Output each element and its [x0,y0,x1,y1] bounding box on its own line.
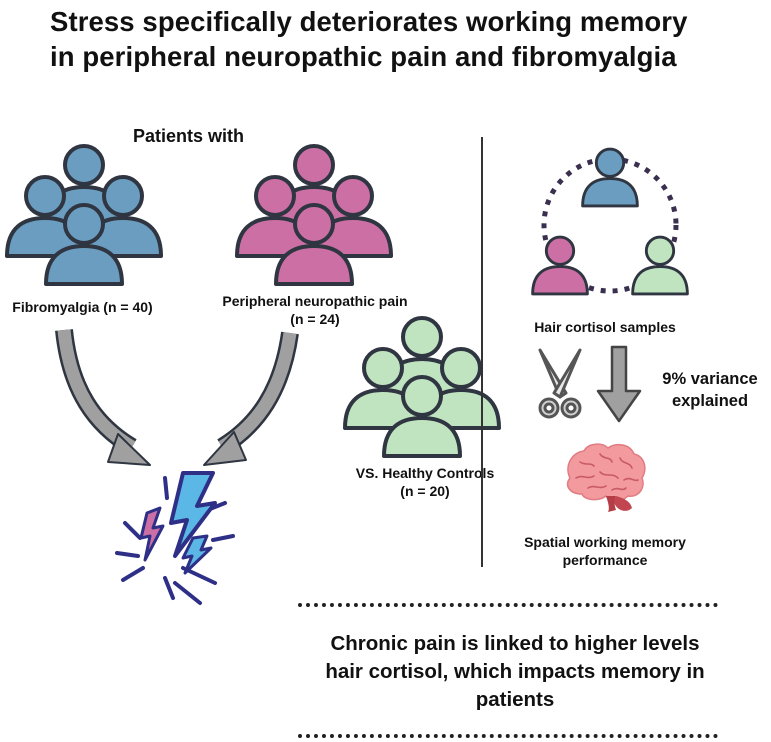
controls-label: VS. Healthy Controls (n = 20) [355,465,495,499]
variance-label: 9% variance explained [662,370,758,410]
dotted-separator-top [298,603,718,607]
stress-lightning-icon [115,471,235,605]
down-arrow-icon [596,345,642,423]
vertical-divider [481,137,483,567]
diagram-title: Stress specifically deteriorates working… [50,6,688,72]
dotted-separator-bottom [298,734,718,738]
patients-heading: Patients with [133,126,245,146]
scissors-icon [538,348,582,419]
neuropathic-label: Peripheral neuropathic pain (n = 24) [222,293,408,327]
hair-cortisol-label: Hair cortisol samples [534,319,676,335]
brain-icon [566,443,646,512]
conclusion-text: Chronic pain is linked to higher levels … [325,632,705,711]
memory-performance-label: Spatial working memory performance [524,534,686,568]
hair-sample-people-icon [531,147,689,296]
fibromyalgia-label: Fibromyalgia (n = 40) [12,299,153,315]
